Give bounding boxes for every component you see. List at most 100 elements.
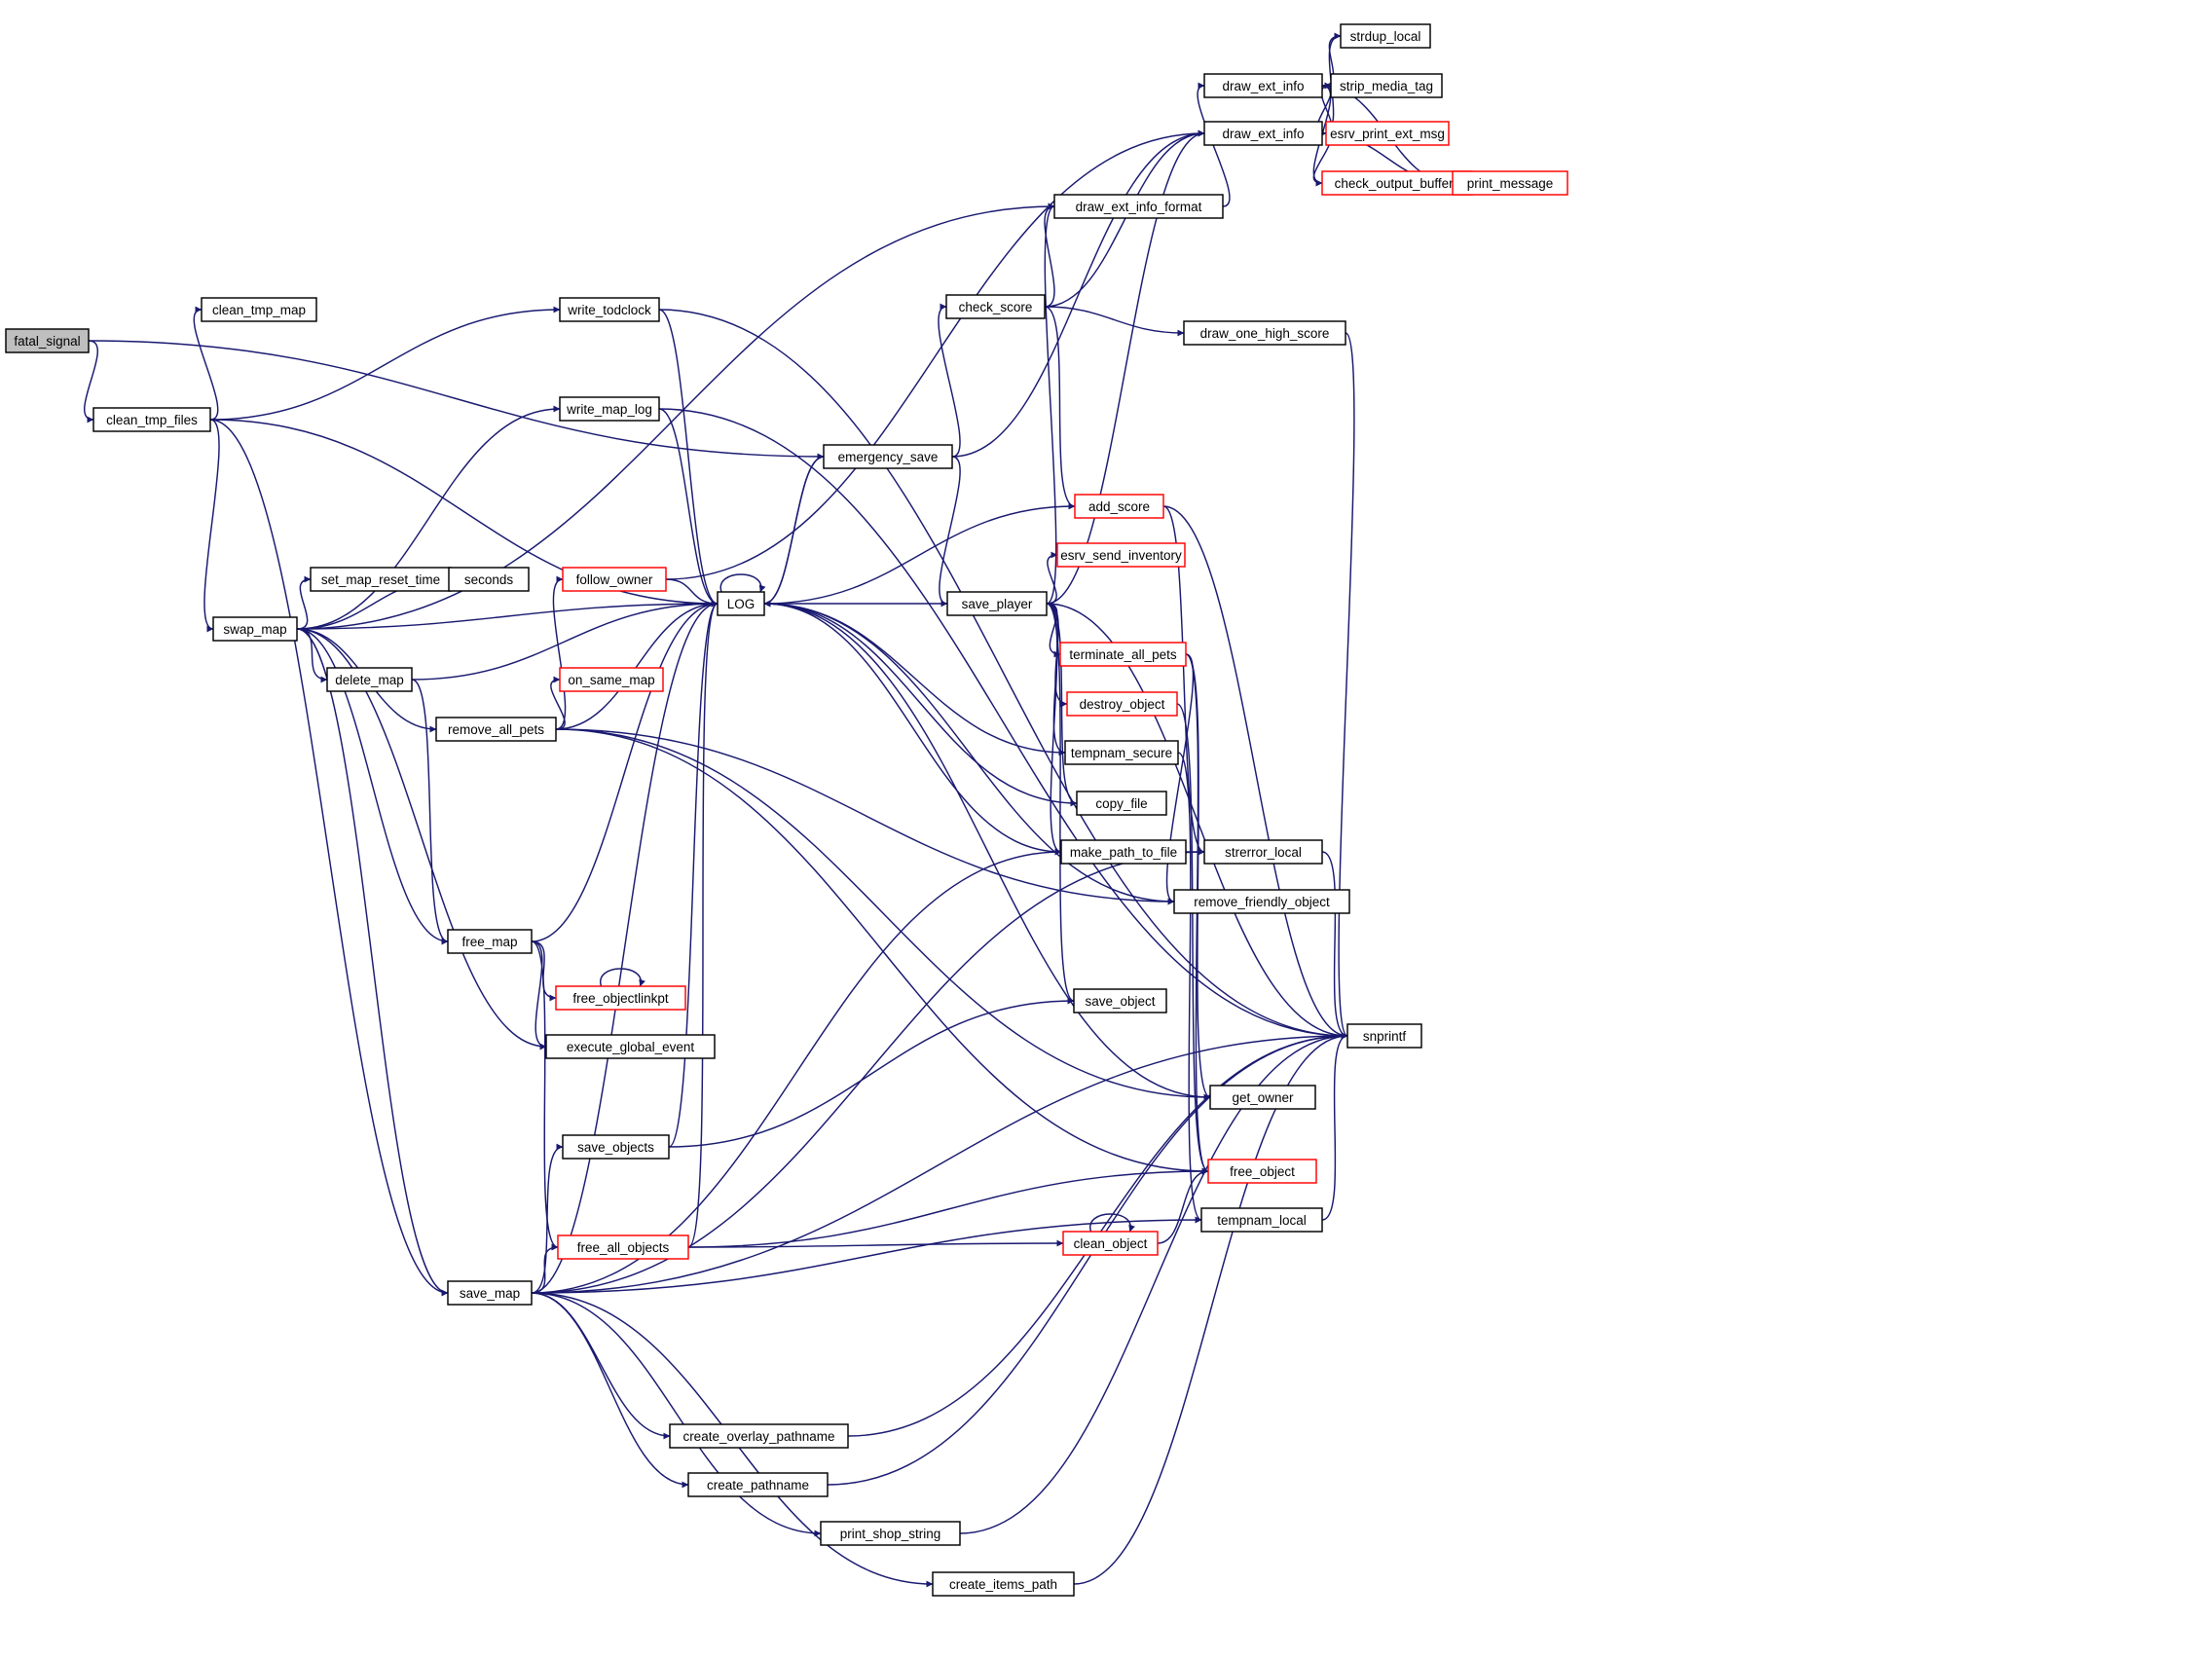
- node-print_shop_string[interactable]: print_shop_string: [820, 1521, 961, 1546]
- node-delete_map[interactable]: delete_map: [326, 667, 413, 692]
- node-clean_object[interactable]: clean_object: [1062, 1231, 1159, 1256]
- edge-print_shop_string-to-snprintf: [959, 1032, 1348, 1534]
- edge-add_score-to-LOG: [763, 505, 1076, 608]
- edge-layer: [84, 32, 1480, 1588]
- edge-swap_map-to-set_map_reset_time: [296, 575, 312, 630]
- node-save_player[interactable]: save_player: [946, 591, 1048, 616]
- node-emergency_save[interactable]: emergency_save: [823, 444, 953, 469]
- node-label: clean_object: [1074, 1236, 1148, 1251]
- node-tempnam_local[interactable]: tempnam_local: [1200, 1207, 1323, 1233]
- node-esrv_send_inventory[interactable]: esrv_send_inventory: [1056, 542, 1186, 568]
- node-strip_media_tag[interactable]: strip_media_tag: [1330, 73, 1443, 98]
- node-box: [1059, 642, 1187, 667]
- edge-terminate_all_pets-to-remove_friendly_object: [1165, 653, 1195, 905]
- node-print_message[interactable]: print_message: [1452, 170, 1568, 196]
- node-label: save_objects: [577, 1140, 654, 1155]
- node-set_map_reset_time[interactable]: set_map_reset_time: [310, 567, 452, 592]
- node-add_score[interactable]: add_score: [1074, 494, 1164, 519]
- node-follow_owner[interactable]: follow_owner: [562, 567, 667, 592]
- node-draw_ext_info_2[interactable]: draw_ext_info: [1203, 121, 1323, 146]
- node-label: create_overlay_pathname: [682, 1429, 834, 1444]
- node-destroy_object[interactable]: destroy_object: [1066, 691, 1178, 717]
- node-make_path_to_file[interactable]: make_path_to_file: [1060, 839, 1187, 865]
- node-check_output_buffers[interactable]: check_output_buffers: [1321, 170, 1473, 196]
- node-create_overlay_pathname[interactable]: create_overlay_pathname: [669, 1423, 849, 1449]
- node-label: emergency_save: [838, 450, 939, 464]
- node-terminate_all_pets[interactable]: terminate_all_pets: [1059, 642, 1187, 667]
- node-box: [1346, 1023, 1422, 1049]
- node-get_owner[interactable]: get_owner: [1209, 1085, 1316, 1110]
- node-tempnam_secure[interactable]: tempnam_secure: [1064, 740, 1179, 765]
- node-remove_all_pets[interactable]: remove_all_pets: [435, 717, 557, 742]
- node-label: clean_tmp_files: [106, 413, 198, 427]
- node-box: [1340, 23, 1431, 49]
- node-draw_ext_info_1[interactable]: draw_ext_info: [1203, 73, 1323, 98]
- node-write_todclock[interactable]: write_todclock: [559, 297, 660, 322]
- edge-draw_one_high_score-to-snprintf: [1338, 332, 1355, 1040]
- node-snprintf[interactable]: snprintf: [1346, 1023, 1422, 1049]
- edge-swap_map-to-save_map: [296, 628, 449, 1297]
- node-label: write_map_log: [566, 402, 652, 417]
- edge-swap_map-to-draw_ext_info_format: [296, 203, 1055, 630]
- node-write_map_log[interactable]: write_map_log: [559, 396, 660, 422]
- node-remove_friendly_object[interactable]: remove_friendly_object: [1173, 889, 1350, 914]
- node-box: [820, 1521, 961, 1546]
- edge-write_todclock-to-LOG: [658, 309, 719, 608]
- node-clean_tmp_map[interactable]: clean_tmp_map: [201, 297, 317, 322]
- node-box: [823, 444, 953, 469]
- node-free_map[interactable]: free_map: [447, 929, 533, 954]
- edge-fatal_signal-to-clean_tmp_files: [84, 340, 98, 424]
- edge-remove_all_pets-to-free_object: [555, 728, 1209, 1175]
- node-label: fatal_signal: [14, 334, 80, 349]
- node-free_object[interactable]: free_object: [1207, 1159, 1317, 1184]
- node-label: esrv_send_inventory: [1060, 548, 1182, 563]
- node-label: LOG: [727, 597, 756, 611]
- edge-remove_all_pets-to-follow_owner: [552, 575, 567, 730]
- node-box: [1452, 170, 1568, 196]
- edge-swap_map-to-execute_global_event: [296, 628, 547, 1050]
- edge-delete_map-to-LOG: [411, 600, 719, 681]
- node-clean_tmp_files[interactable]: clean_tmp_files: [92, 407, 211, 432]
- node-box: [1173, 889, 1350, 914]
- node-box: [1330, 73, 1443, 98]
- node-free_objectlinkpt[interactable]: free_objectlinkpt: [555, 985, 686, 1011]
- node-box: [448, 567, 530, 592]
- node-label: snprintf: [1363, 1029, 1407, 1044]
- node-esrv_print_ext_msg[interactable]: esrv_print_ext_msg: [1325, 121, 1450, 146]
- node-box: [1074, 494, 1164, 519]
- node-label: save_map: [460, 1286, 520, 1301]
- node-label: print_shop_string: [840, 1527, 941, 1541]
- node-label: free_map: [461, 935, 517, 949]
- edge-save_map-to-create_overlay_pathname: [531, 1292, 671, 1440]
- node-free_all_objects[interactable]: free_all_objects: [557, 1234, 689, 1260]
- node-box: [559, 667, 664, 692]
- node-draw_ext_info_format[interactable]: draw_ext_info_format: [1053, 194, 1224, 219]
- node-label: print_message: [1467, 176, 1554, 191]
- node-seconds[interactable]: seconds: [448, 567, 530, 592]
- node-box: [1076, 791, 1167, 816]
- node-box: [1056, 542, 1186, 568]
- node-execute_global_event[interactable]: execute_global_event: [545, 1034, 716, 1059]
- node-save_objects[interactable]: save_objects: [562, 1134, 670, 1160]
- node-label: draw_one_high_score: [1200, 326, 1330, 341]
- node-strerror_local[interactable]: strerror_local: [1203, 839, 1323, 865]
- edge-remove_all_pets-to-remove_friendly_object: [555, 728, 1175, 905]
- node-box: [1060, 839, 1187, 865]
- node-LOG[interactable]: LOG: [717, 591, 765, 616]
- edge-save_map-to-tempnam_local: [531, 1216, 1202, 1294]
- node-box: [1203, 73, 1323, 98]
- node-on_same_map[interactable]: on_same_map: [559, 667, 664, 692]
- node-save_map[interactable]: save_map: [447, 1280, 533, 1306]
- node-draw_one_high_score[interactable]: draw_one_high_score: [1183, 320, 1346, 346]
- node-strdup_local[interactable]: strdup_local: [1340, 23, 1431, 49]
- node-check_score[interactable]: check_score: [945, 294, 1046, 319]
- node-create_items_path[interactable]: create_items_path: [932, 1571, 1075, 1597]
- node-copy_file[interactable]: copy_file: [1076, 791, 1167, 816]
- node-swap_map[interactable]: swap_map: [212, 616, 298, 642]
- node-save_object[interactable]: save_object: [1073, 988, 1167, 1013]
- node-box: [5, 328, 90, 353]
- edge-swap_map-to-write_map_log: [296, 405, 561, 630]
- node-create_pathname[interactable]: create_pathname: [687, 1472, 829, 1497]
- edge-swap_map-to-free_map: [296, 628, 449, 945]
- node-fatal_signal[interactable]: fatal_signal: [5, 328, 90, 353]
